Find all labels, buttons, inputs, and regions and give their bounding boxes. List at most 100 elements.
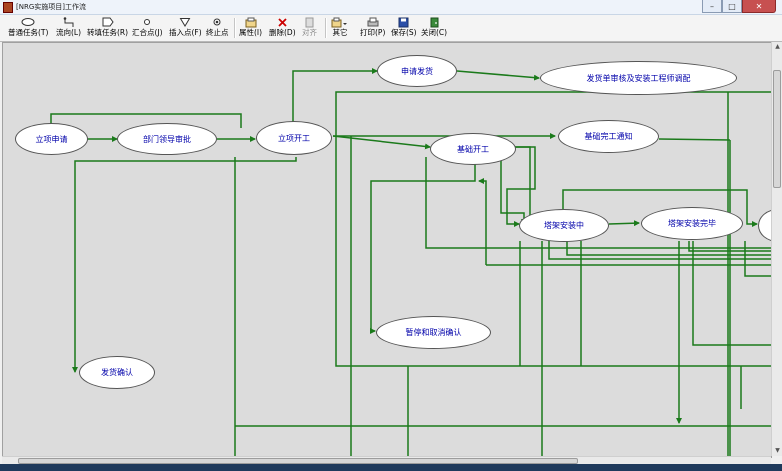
- close-button[interactable]: 关闭(C): [421, 16, 447, 40]
- close-icon: ✕: [755, 1, 763, 11]
- node-pause-cancel-confirm[interactable]: 暂停和取消确认: [376, 316, 491, 349]
- flow-line: [506, 146, 536, 227]
- node-label: 塔架安装完毕: [668, 219, 716, 228]
- flow-line: [292, 68, 378, 125]
- end-point-label: 终止点: [206, 28, 229, 37]
- vertical-scrollbar[interactable]: ▲ ▼: [771, 42, 782, 456]
- node-project-start[interactable]: 立项开工: [256, 121, 332, 155]
- flow-line: [478, 178, 487, 265]
- minimize-icon: –: [710, 1, 714, 11]
- maximize-button[interactable]: □: [722, 0, 742, 13]
- node-tower-install-complete[interactable]: 塔架安装完毕: [641, 207, 743, 240]
- delete-button[interactable]: 删除(D): [269, 16, 296, 40]
- node-foundation-start[interactable]: 基础开工: [430, 133, 516, 165]
- scroll-up-icon[interactable]: ▲: [775, 43, 780, 50]
- title-bar: [NRG实施项目]工作流 – □ ✕: [0, 0, 782, 15]
- maximize-icon: □: [728, 1, 736, 11]
- end-point-button[interactable]: 终止点: [206, 16, 229, 40]
- properties-button[interactable]: 属性(I): [239, 16, 262, 40]
- circle-icon: [144, 19, 151, 25]
- flow-line: [658, 138, 731, 141]
- save-label: 保存(S): [391, 28, 417, 37]
- node-label: 基础开工: [457, 144, 489, 154]
- flow-line: [515, 146, 531, 224]
- flow-line: [50, 113, 242, 128]
- node-label: 立项申请: [35, 134, 68, 144]
- normal-task-button[interactable]: 普通任务(T): [8, 16, 48, 40]
- app-icon: [3, 2, 13, 13]
- horizontal-scroll-thumb[interactable]: [18, 458, 578, 464]
- flow-label: 流向(L): [56, 28, 82, 37]
- horizontal-scrollbar[interactable]: [2, 456, 771, 465]
- node-label: 发货单审核及安装工程师调配: [586, 73, 691, 83]
- workflow-canvas[interactable]: 立项申请 部门领导审批 立项开工 申请发货 发货单审核及安装工程师调配 基础开工…: [2, 42, 772, 458]
- node-label: 塔架安装中: [544, 221, 584, 230]
- node-label: 发货确认: [101, 368, 133, 377]
- delete-label: 删除(D): [269, 28, 296, 37]
- printer-icon: [367, 17, 379, 26]
- delete-x-icon: [278, 17, 287, 27]
- merge-point-button[interactable]: 汇合点(J): [132, 16, 163, 40]
- align-icon: [305, 17, 314, 27]
- scroll-down-icon[interactable]: ▼: [775, 447, 780, 454]
- node-shipment-review-dispatch[interactable]: 发货单审核及安装工程师调配: [540, 61, 737, 95]
- other-label: 其它: [332, 28, 348, 37]
- flow-line: [608, 220, 640, 227]
- properties-label: 属性(I): [239, 28, 263, 37]
- flow-line: [566, 241, 771, 256]
- insert-point-button[interactable]: 插入点(F): [169, 16, 202, 40]
- node-tower-installing[interactable]: 塔架安装中: [519, 209, 609, 242]
- node-foundation-complete-notice[interactable]: 基础完工通知: [558, 120, 659, 153]
- flow-line: [335, 91, 771, 136]
- exit-door-icon: [430, 17, 439, 27]
- flow-lines: [50, 68, 771, 457]
- other-button[interactable]: 其它: [331, 16, 349, 40]
- vertical-scroll-thumb[interactable]: [773, 70, 781, 188]
- node-label: 部门领导审批: [143, 134, 191, 144]
- flow-button[interactable]: 流向(L): [56, 16, 81, 40]
- flow-line: [688, 241, 771, 252]
- node-apply-shipment[interactable]: 申请发货: [377, 55, 457, 87]
- align-button[interactable]: 对齐: [302, 16, 317, 40]
- properties-icon: [245, 17, 257, 27]
- flow-line: [692, 241, 771, 346]
- convert-task-label: 转填任务(R): [87, 28, 129, 37]
- ellipse-icon: [21, 18, 35, 26]
- os-taskbar: [0, 464, 782, 471]
- window-controls: – □ ✕: [702, 0, 776, 13]
- merge-point-label: 汇合点(J): [132, 28, 163, 37]
- node-dept-leader-approval[interactable]: 部门领导审批: [117, 123, 217, 155]
- toolbar-separator: [234, 18, 236, 38]
- normal-task-label: 普通任务(T): [8, 28, 49, 37]
- pentagon-icon: [102, 17, 114, 27]
- flow-line: [425, 157, 771, 249]
- triangle-down-icon: [179, 18, 191, 27]
- flow-line: [335, 136, 771, 367]
- node-project-application[interactable]: 立项申请: [15, 123, 88, 155]
- print-label: 打印(P): [360, 28, 386, 37]
- window-title: [NRG实施项目]工作流: [16, 3, 86, 11]
- flow-line: [562, 189, 758, 227]
- window-close-button[interactable]: ✕: [742, 0, 776, 13]
- end-icon: [213, 18, 221, 26]
- save-button[interactable]: 保存(S): [391, 16, 417, 40]
- connector-icon: [63, 16, 74, 27]
- node-label: 基础完工通知: [584, 132, 633, 141]
- print-button[interactable]: 打印(P): [360, 16, 385, 40]
- flow-line: [548, 241, 771, 260]
- insert-point-label: 插入点(F): [169, 28, 202, 37]
- node-label: 立项开工: [278, 133, 310, 143]
- toolbar: 普通任务(T) 流向(L) 转填任务(R) 汇合点(J) 插入点(F) 终止点 …: [0, 15, 782, 42]
- minimize-button[interactable]: –: [702, 0, 722, 13]
- flow-line: [72, 157, 297, 373]
- align-label: 对齐: [302, 28, 317, 37]
- convert-task-button[interactable]: 转填任务(R): [87, 16, 128, 40]
- close-label: 关闭(C): [421, 28, 448, 37]
- flow-line: [370, 164, 476, 334]
- flow-line: [332, 135, 431, 150]
- floppy-icon: [398, 17, 409, 27]
- node-shipment-confirm[interactable]: 发货确认: [79, 356, 155, 389]
- flow-line: [456, 70, 540, 81]
- other-icon: [331, 17, 347, 27]
